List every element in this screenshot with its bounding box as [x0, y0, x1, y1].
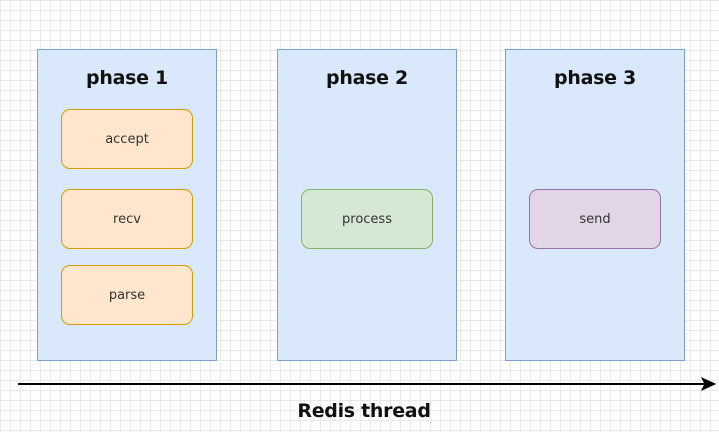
phase-1-title: phase 1: [86, 67, 168, 89]
arrow-head-icon: [700, 376, 717, 392]
step-accept: accept: [61, 109, 193, 169]
timeline-arrow: [18, 376, 717, 392]
step-parse: parse: [61, 265, 193, 325]
step-send: send: [529, 189, 661, 249]
timeline-label: Redis thread: [297, 400, 431, 422]
phase-2-box: phase 2 process: [277, 49, 457, 361]
phase-3-box: phase 3 send: [505, 49, 685, 361]
phase-1-box: phase 1 accept recv parse: [37, 49, 217, 361]
step-process: process: [301, 189, 433, 249]
step-recv: recv: [61, 189, 193, 249]
phase-3-title: phase 3: [554, 67, 636, 89]
phase-2-title: phase 2: [326, 67, 408, 89]
